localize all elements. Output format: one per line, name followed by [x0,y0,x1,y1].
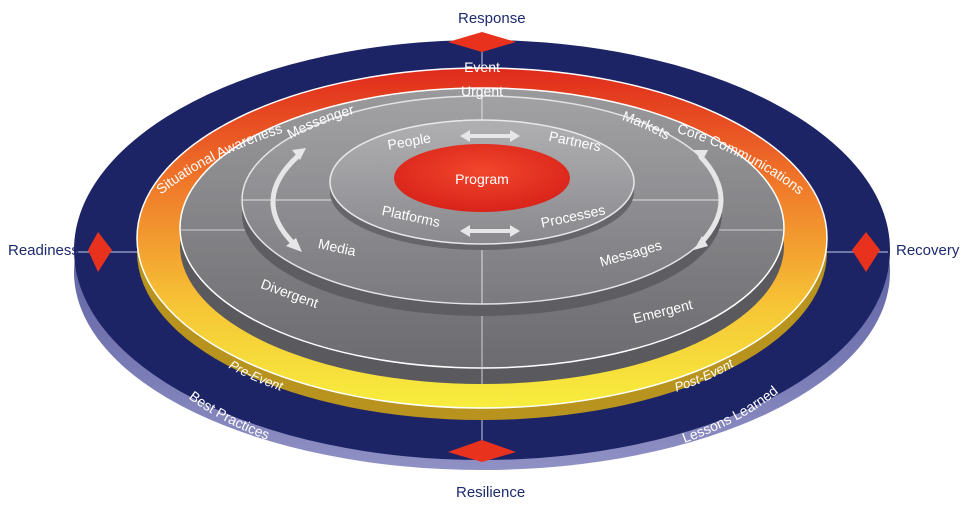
arrowhead-icon [292,148,306,160]
readiness-marker [88,232,112,272]
gray-label-top: Urgent [461,83,503,99]
program-label: Program [455,171,509,187]
arrowhead-icon [694,150,708,162]
arrowhead-icon [460,130,470,142]
cardinal-right: Recovery [896,242,960,259]
recovery-marker [852,232,880,272]
arrowhead-icon [510,225,520,237]
inner-label-top-left: People [386,129,432,152]
middle-label-bottom-left: Media [317,235,358,259]
left-curve-arrow [270,154,300,246]
phase-label-top: Event [464,59,500,75]
cardinal-left: Readiness [8,242,79,259]
arrowhead-icon [286,238,302,252]
arrowhead-icon [694,236,708,250]
resilience-marker [448,440,516,462]
arrowhead-icon [460,225,470,237]
arrowhead-icon [510,130,520,142]
cardinal-bottom: Resilience [456,484,526,501]
program-center [394,144,570,212]
response-marker [448,32,516,52]
cardinal-top: Response [458,10,526,27]
right-curve-arrow [698,154,724,246]
